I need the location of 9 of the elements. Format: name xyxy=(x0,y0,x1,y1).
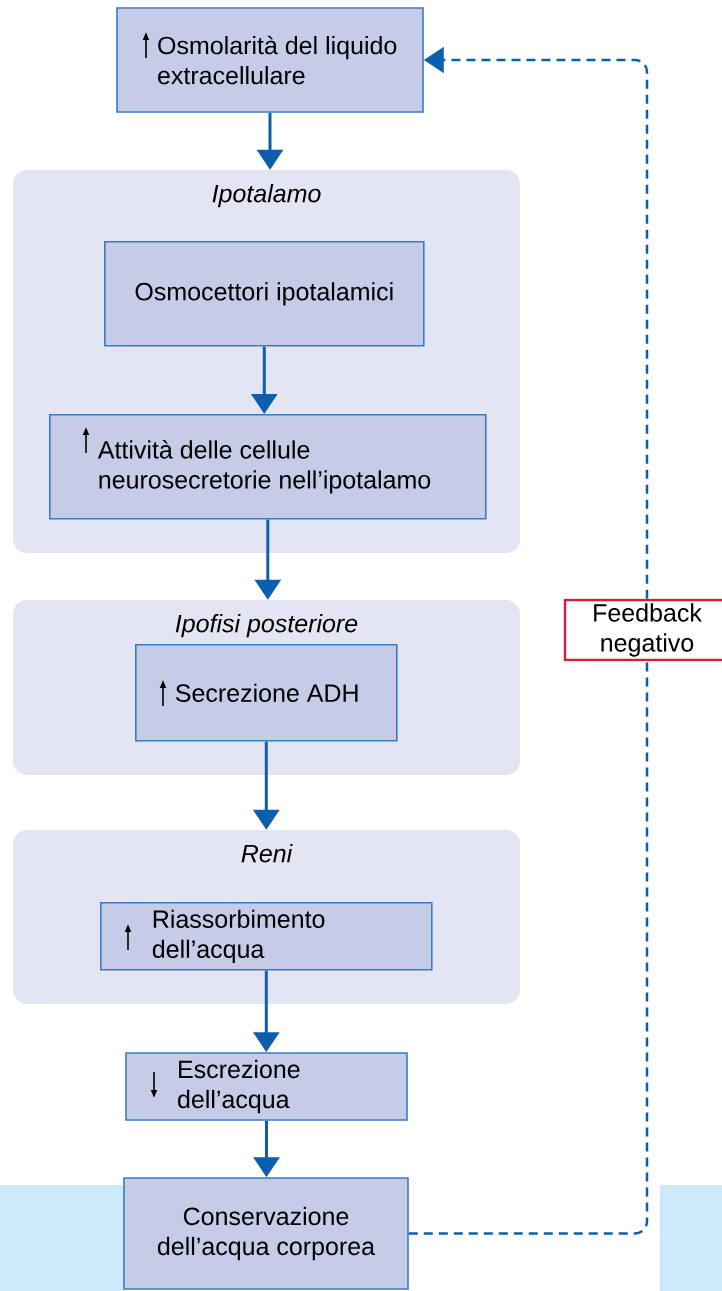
process-box: Osmolarità del liquido extracellulare xyxy=(116,7,424,113)
process-box: Attività delle cellule neurosecretorie nell’ipotalamo xyxy=(49,414,487,520)
process-box: Escrezione dell’acqua xyxy=(125,1052,408,1121)
dashed-line xyxy=(408,661,649,1235)
process-box: Osmocettori ipotalamici xyxy=(104,241,425,347)
process-box: Secrezione ADH xyxy=(135,644,398,742)
feedback-box: Feedback negativo xyxy=(563,598,722,662)
process-box: Riassorbimento dell’acqua xyxy=(100,902,433,971)
process-box: Conservazione dell’acqua corporea xyxy=(123,1177,409,1290)
